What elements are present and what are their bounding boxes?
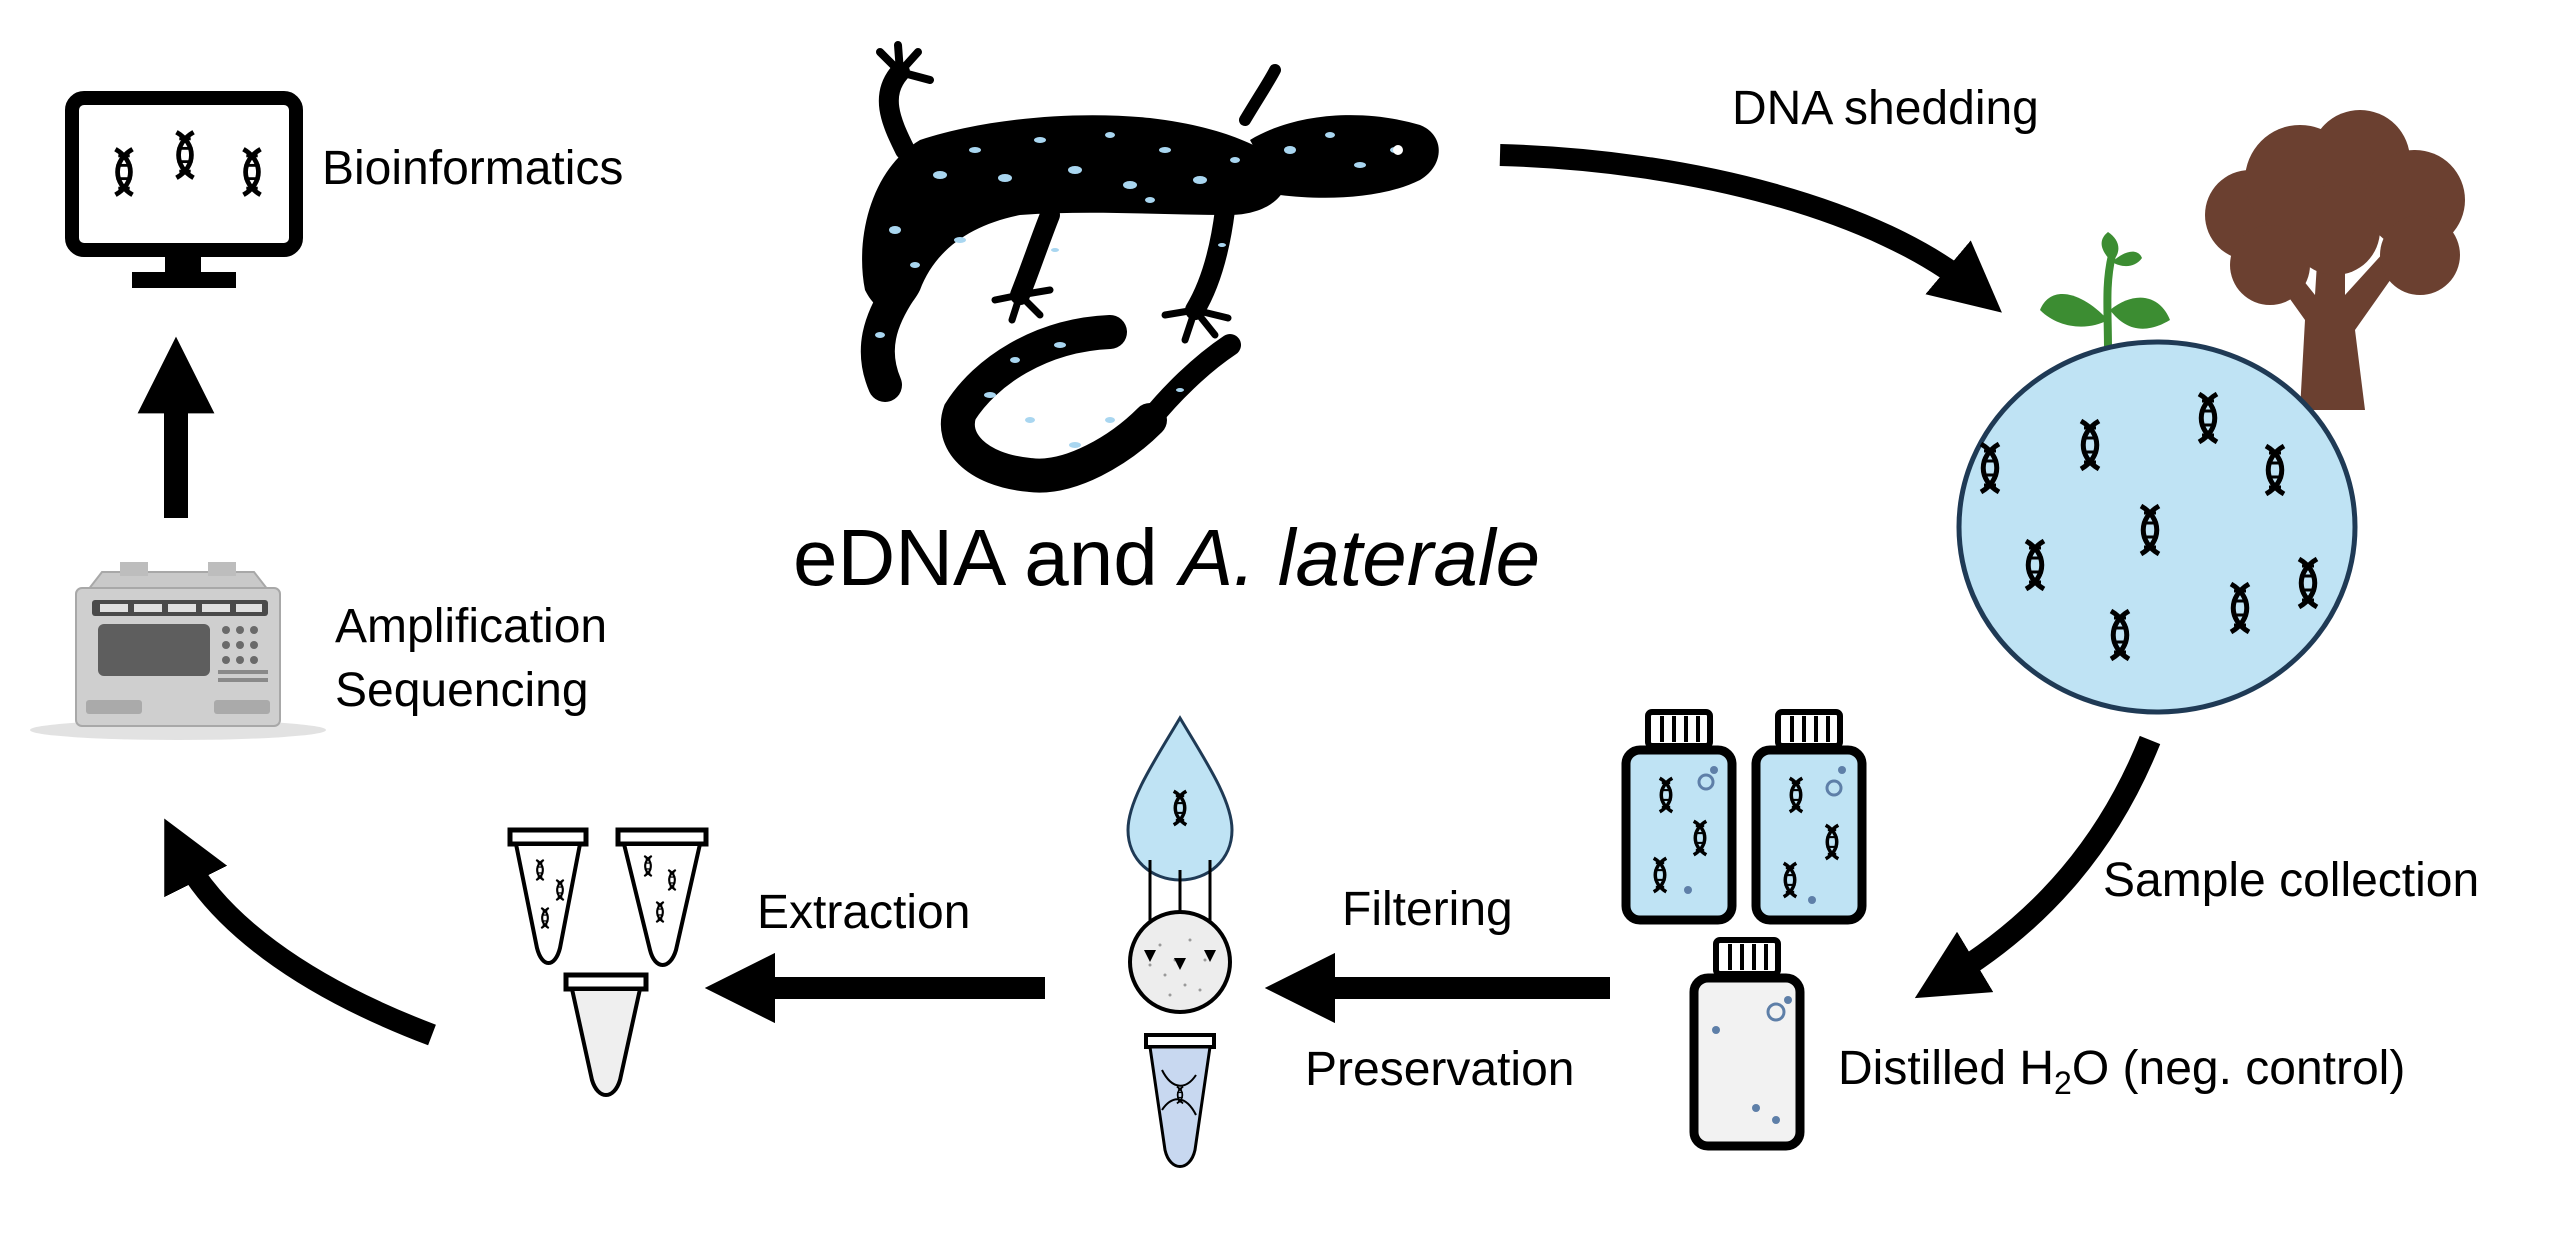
label-sequencing: Sequencing xyxy=(335,664,589,717)
label-bioinformatics: Bioinformatics xyxy=(322,142,624,195)
tube-icon xyxy=(615,827,709,967)
neg-control-suffix: O (neg. control) xyxy=(2071,1042,2406,1095)
title-prefix: eDNA and xyxy=(793,513,1180,602)
pond-icon xyxy=(1956,339,2358,715)
sample-bottle-icon xyxy=(1621,709,1737,925)
tree-icon xyxy=(2205,110,2465,410)
water-drop-icon xyxy=(1126,715,1234,882)
thermocycler-icon xyxy=(30,562,326,740)
tube-icon xyxy=(563,972,649,1097)
label-filtering: Filtering xyxy=(1342,883,1513,936)
arrow-curve-left xyxy=(164,818,436,1046)
title-species: A. laterale xyxy=(1179,513,1541,602)
tube-icon xyxy=(507,827,589,965)
arrow-sample-collection xyxy=(1914,735,2161,999)
sample-bottle-icon xyxy=(1689,937,1805,1151)
arrow-dna-shedding xyxy=(1499,144,2002,313)
label-amplification: Amplification xyxy=(335,600,608,653)
sample-bottle-icon xyxy=(1751,709,1867,925)
neg-control-prefix: Distilled H xyxy=(1838,1042,2055,1095)
tube-icon xyxy=(1144,1033,1216,1168)
seedling-icon xyxy=(2040,232,2170,351)
label-negative-control: Distilled H2O (neg. control) xyxy=(1838,1042,2406,1100)
salamander-icon xyxy=(860,41,1439,493)
filter-icon xyxy=(1128,860,1232,1014)
label-dna-shedding: DNA shedding xyxy=(1732,82,2039,135)
label-extraction: Extraction xyxy=(757,886,971,939)
diagram-title: eDNA and A. laterale xyxy=(793,518,1540,598)
label-sample-collection: Sample collection xyxy=(2103,854,2480,907)
monitor-icon xyxy=(65,91,303,288)
neg-control-subscript: 2 xyxy=(2054,1065,2072,1101)
label-preservation: Preservation xyxy=(1305,1043,1575,1096)
